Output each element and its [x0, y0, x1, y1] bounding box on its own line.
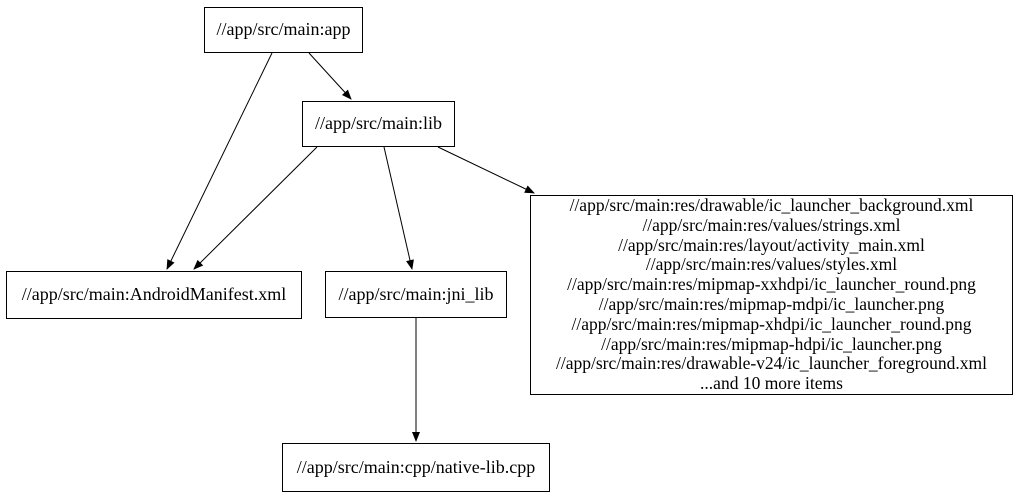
graph-node-app: //app/src/main:app [204, 7, 363, 53]
edge-lib-to-manifest [193, 146, 318, 270]
edge-app-to-lib [308, 52, 352, 100]
edge-app-to-manifest [166, 52, 273, 270]
graph-node-jni-lib: //app/src/main:jni_lib [325, 271, 507, 318]
edge-lib-to-jnilib [383, 146, 414, 270]
graph-node-native-lib-cpp: //app/src/main:cpp/native-lib.cpp [282, 443, 550, 492]
graph-node-androidmanifest: //app/src/main:AndroidManifest.xml [6, 271, 302, 319]
edge-lib-to-resgroup [437, 146, 535, 194]
graph-node-res-group: //app/src/main:res/drawable/ic_launcher_… [530, 195, 1013, 395]
graph-node-lib: //app/src/main:lib [302, 101, 455, 147]
